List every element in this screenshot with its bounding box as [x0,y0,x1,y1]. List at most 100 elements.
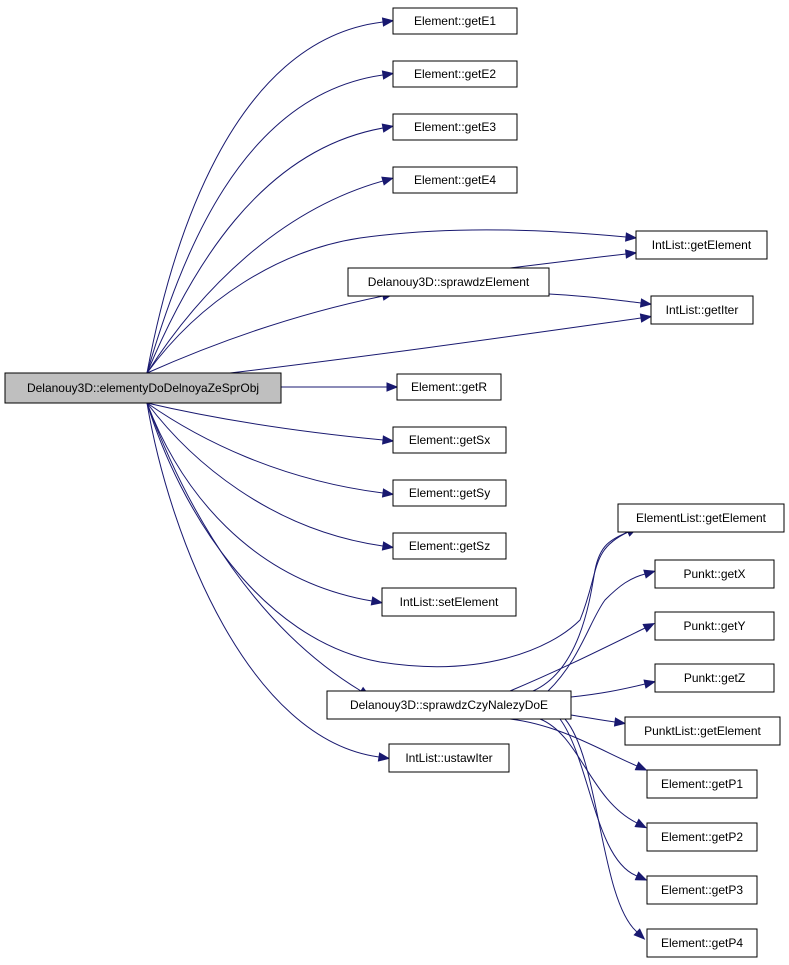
call-edges [146,17,657,940]
node-getSx[interactable]: Element::getSx [392,426,507,454]
edge-line [509,253,627,269]
node-box [654,663,775,693]
edge-line [570,714,616,723]
node-box [646,928,758,958]
arrowhead-icon [613,717,627,727]
node-box [392,166,518,194]
node-intGetIter[interactable]: IntList::getIter [650,295,754,325]
node-getP2[interactable]: Element::getP2 [646,822,758,852]
node-label: Element::getSz [409,539,490,553]
edge-sprawdzCzyNalezyDoE-to-getP3 [559,718,648,881]
node-getE2[interactable]: Element::getE2 [392,60,518,88]
arrowhead-icon [634,871,648,881]
node-box [381,587,517,617]
node-label: IntList::getElement [652,238,752,252]
edge-sprawdzElement-to-intGetIter [548,293,653,308]
edge-line [547,573,646,692]
arrowhead-icon [382,435,395,445]
edge-root-to-intGetElement [146,229,638,374]
node-box [392,532,507,560]
node-box [392,7,518,35]
node-getR[interactable]: Element::getR [396,373,502,401]
edge-line [146,402,362,692]
edge-line [146,402,384,441]
node-getE1[interactable]: Element::getE1 [392,7,518,35]
node-punktGetX[interactable]: Punkt::getX [654,559,775,589]
node-label: Element::getSy [409,486,490,500]
call-nodes: Delanouy3D::elementyDoDelnoyaZeSprObjEle… [4,7,785,958]
node-box [392,479,507,507]
node-box [4,372,282,404]
arrowhead-icon [643,679,657,689]
edge-root-to-intGetIter [229,313,653,374]
node-box [635,230,768,260]
arrowhead-icon [381,488,395,498]
arrowhead-icon [381,70,395,80]
node-label: Punkt::getZ [684,671,745,685]
node-root[interactable]: Delanouy3D::elementyDoDelnoyaZeSprObj [4,372,282,404]
edge-root-to-getE2 [146,70,395,374]
arrowhead-icon [625,232,638,242]
edge-line [532,531,629,692]
node-box [624,716,781,746]
node-getSy[interactable]: Element::getSy [392,479,507,507]
node-label: Element::getR [411,380,487,394]
node-getSz[interactable]: Element::getSz [392,532,507,560]
edge-root-to-getE4 [146,176,394,374]
arrowhead-icon [377,752,391,762]
edge-sprawdzCzyNalezyDoE-to-elemListGetElement [532,527,639,692]
edge-line [559,718,638,877]
arrowhead-icon [639,298,653,308]
node-punktListGetElement[interactable]: PunktList::getElement [624,716,781,746]
arrowhead-icon [643,569,656,579]
edge-root-to-getSz [146,402,395,551]
edge-line [146,21,384,374]
edge-line [539,718,638,824]
edge-root-to-ustawIter [146,402,391,762]
node-label: Punkt::getY [683,619,745,633]
edge-root-to-sprawdzCzyNalezyDoE [146,402,371,697]
edge-line [146,402,384,547]
node-getE3[interactable]: Element::getE3 [392,113,518,141]
edge-line [146,127,384,374]
node-label: Punkt::getX [683,567,745,581]
node-punktGetZ[interactable]: Punkt::getZ [654,663,775,693]
arrowhead-icon [642,623,656,633]
arrowhead-icon [639,313,653,323]
edge-root-to-getE1 [146,17,395,374]
edge-line [229,317,642,374]
node-elemListGetElement[interactable]: ElementList::getElement [617,503,785,533]
node-getP3[interactable]: Element::getP3 [646,875,758,905]
node-label: Delanouy3D::sprawdzCzyNalezyDoE [350,698,548,712]
node-getP4[interactable]: Element::getP4 [646,928,758,958]
arrowhead-icon [633,928,646,940]
edge-line [146,180,384,374]
node-getE4[interactable]: Element::getE4 [392,166,518,194]
node-box [646,769,758,799]
edge-sprawdzCzyNalezyDoE-to-getP4 [564,718,646,940]
node-box [326,690,572,720]
node-label: Element::getP2 [661,830,743,844]
edge-root-to-sprawdzElement [146,291,395,374]
arrowhead-icon [381,541,395,551]
edge-sprawdzCzyNalezyDoE-to-getP2 [539,718,648,829]
arrowhead-icon [625,249,638,259]
arrowhead-icon [634,761,648,771]
edge-line [564,718,638,933]
node-sprawdzCzyNalezyDoE[interactable]: Delanouy3D::sprawdzCzyNalezyDoE [326,690,572,720]
node-getP1[interactable]: Element::getP1 [646,769,758,799]
edge-line [570,683,646,698]
node-punktGetY[interactable]: Punkt::getY [654,611,775,641]
node-label: Element::getP4 [661,936,743,950]
node-ustawIter[interactable]: IntList::ustawIter [388,743,510,773]
node-box [388,743,510,773]
edge-line [548,293,642,304]
node-label: IntList::getIter [666,303,739,317]
edge-line [509,627,646,692]
node-intGetElement[interactable]: IntList::getElement [635,230,768,260]
node-sprawdzElement[interactable]: Delanouy3D::sprawdzElement [347,267,550,297]
node-setElement[interactable]: IntList::setElement [381,587,517,617]
node-box [392,426,507,454]
edge-root-to-elemListGetElement [146,402,639,668]
